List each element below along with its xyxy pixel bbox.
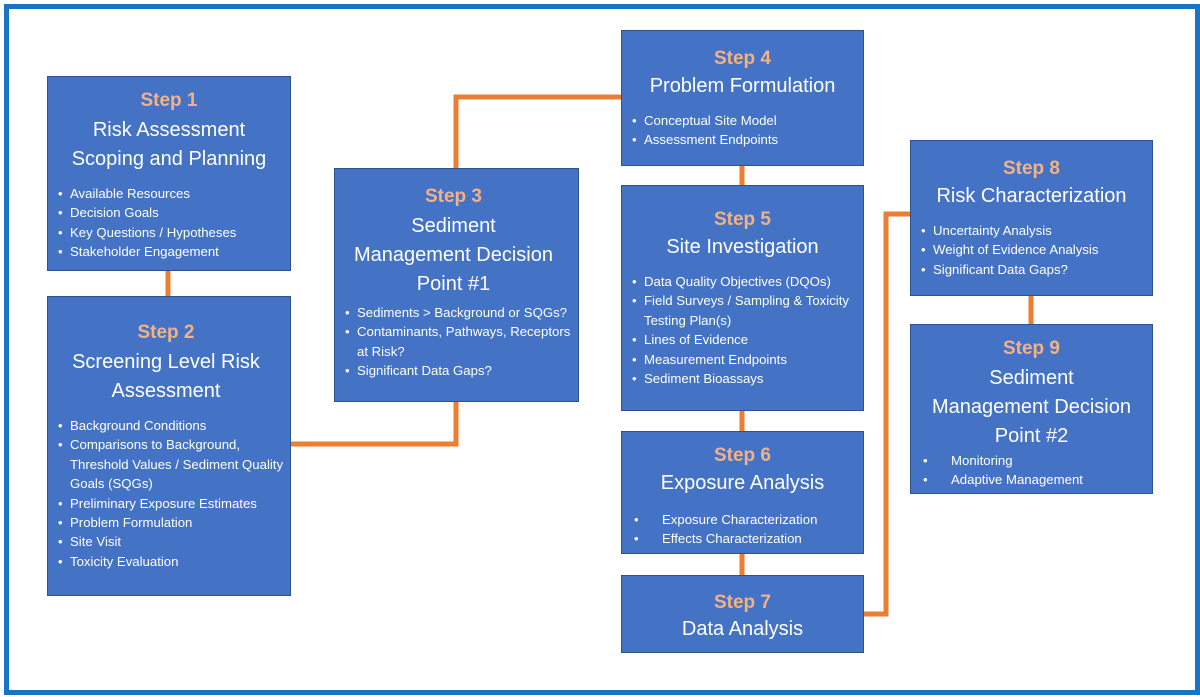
list-item: Sediment Bioassays (622, 369, 863, 389)
title-line: Data Analysis (681, 618, 804, 640)
step-items: Monitoring Adaptive Management (911, 451, 1152, 490)
list-item: Conceptual Site Model (622, 111, 863, 131)
list-item: Significant Data Gaps? (335, 361, 572, 381)
list-item: Problem Formulation (48, 513, 284, 533)
step-title: Exposure Analysis (622, 469, 863, 498)
step-6-box: Step 6 Exposure Analysis Exposure Charac… (621, 431, 864, 554)
step-label: Step 8 (1002, 158, 1061, 179)
connector-step2-step3 (290, 402, 459, 447)
step-title: Sediment Management Decision Point #2 (911, 364, 1152, 451)
list-item: Measurement Endpoints (622, 350, 863, 370)
title-line: Management Decision (932, 396, 1131, 418)
step-label: Step 2 (137, 322, 195, 343)
step-label: Step 6 (713, 445, 772, 466)
step-title: Sediment Management Decision Point #1 (335, 212, 572, 299)
step-label: Step 9 (1002, 338, 1061, 359)
connector-step7-step8 (864, 211, 910, 617)
list-item: Field Surveys / Sampling & Toxicity Test… (622, 291, 863, 330)
list-item: Significant Data Gaps? (911, 260, 1152, 280)
title-line: Point #1 (416, 273, 491, 295)
step-items: Available Resources Decision Goals Key Q… (48, 184, 290, 262)
list-item: Site Visit (48, 532, 284, 552)
list-item: Preliminary Exposure Estimates (48, 494, 284, 514)
step-title: Screening Level Risk Assessment (48, 348, 284, 406)
step-3-box: Step 3 Sediment Management Decision Poin… (334, 168, 579, 402)
title-line: Risk Assessment (92, 119, 246, 141)
step-items: Background Conditions Comparisons to Bac… (48, 416, 284, 572)
step-9-box: Step 9 Sediment Management Decision Poin… (910, 324, 1153, 494)
title-line: Problem Formulation (649, 75, 836, 97)
step-label: Step 7 (713, 592, 772, 613)
list-item: Key Questions / Hypotheses (48, 223, 290, 243)
step-label: Step 3 (424, 186, 483, 207)
list-item: Available Resources (48, 184, 290, 204)
title-line: Point #2 (994, 425, 1069, 447)
step-label: Step 1 (140, 90, 198, 111)
step-1-box: Step 1 Risk Assessment Scoping and Plann… (47, 76, 291, 271)
list-item: Data Quality Objectives (DQOs) (622, 272, 863, 292)
title-line: Exposure Analysis (660, 472, 825, 494)
step-4-box: Step 4 Problem Formulation Conceptual Si… (621, 30, 864, 166)
connector-step3-step4 (453, 94, 621, 168)
step-label: Step 5 (713, 209, 772, 230)
list-item: Effects Characterization (622, 529, 863, 549)
title-line: Sediment (411, 215, 496, 237)
step-items: Conceptual Site Model Assessment Endpoin… (622, 111, 863, 150)
list-item: Toxicity Evaluation (48, 552, 284, 572)
step-2-box: Step 2 Screening Level Risk Assessment B… (47, 296, 291, 596)
step-items: Uncertainty Analysis Weight of Evidence … (911, 221, 1152, 280)
title-line: Site Investigation (666, 236, 819, 258)
title-line: Scoping and Planning (71, 148, 267, 170)
step-title: Problem Formulation (622, 72, 863, 101)
step-8-box: Step 8 Risk Characterization Uncertainty… (910, 140, 1153, 296)
list-item: Comparisons to Background, Threshold Val… (48, 435, 284, 493)
step-items: Sediments > Background or SQGs? Contamin… (335, 303, 572, 381)
step-items: Data Quality Objectives (DQOs) Field Sur… (622, 272, 863, 389)
step-5-box: Step 5 Site Investigation Data Quality O… (621, 185, 864, 411)
list-item: Background Conditions (48, 416, 284, 436)
list-item: Contaminants, Pathways, Receptors at Ris… (335, 322, 572, 361)
title-line: Risk Characterization (936, 185, 1127, 207)
title-line: Assessment (111, 380, 221, 402)
title-line: Sediment (989, 367, 1074, 389)
list-item: Stakeholder Engagement (48, 242, 290, 262)
step-items: Exposure Characterization Effects Charac… (622, 510, 863, 549)
step-7-box: Step 7 Data Analysis (621, 575, 864, 653)
step-title: Data Analysis (622, 615, 863, 644)
list-item: Uncertainty Analysis (911, 221, 1152, 241)
list-item: Adaptive Management (911, 470, 1152, 490)
list-item: Monitoring (911, 451, 1152, 471)
title-line: Management Decision (354, 244, 553, 266)
title-line: Screening Level Risk (72, 351, 260, 373)
list-item: Weight of Evidence Analysis (911, 240, 1152, 260)
list-item: Exposure Characterization (622, 510, 863, 530)
step-title: Risk Characterization (911, 182, 1152, 211)
step-title: Risk Assessment Scoping and Planning (48, 116, 290, 174)
list-item: Sediments > Background or SQGs? (335, 303, 572, 323)
list-item: Lines of Evidence (622, 330, 863, 350)
step-label: Step 4 (713, 48, 772, 69)
list-item: Assessment Endpoints (622, 130, 863, 150)
step-title: Site Investigation (622, 233, 863, 262)
list-item: Decision Goals (48, 203, 290, 223)
